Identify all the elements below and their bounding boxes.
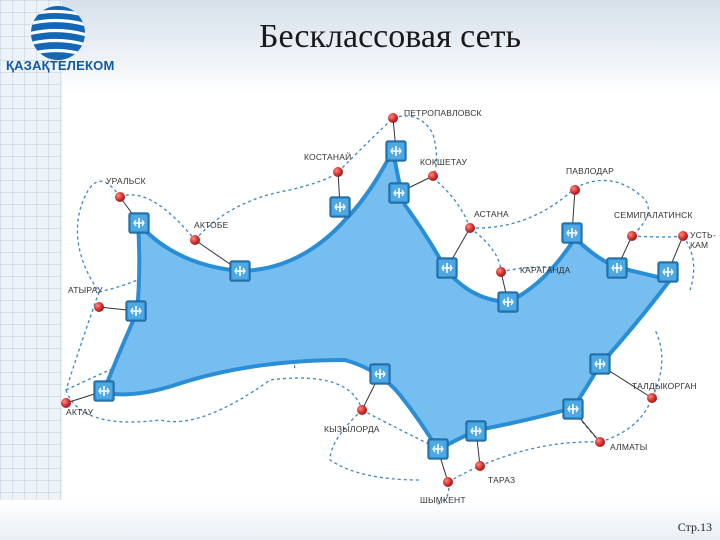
city-label-petropavlovsk: ПЕТРОПАВЛОВСК: [404, 108, 482, 118]
city-label-taldykorgan: ТАЛДЫКОРГАН: [632, 381, 697, 391]
city-label-almaty: АЛМАТЫ: [610, 442, 647, 452]
city-node-icon: [357, 405, 367, 415]
logo-text: ҚАЗАҚТЕЛЕКОМ: [6, 58, 115, 73]
city-label-karaganda: КАРАГАНДА: [520, 265, 571, 275]
city-node-icon: [475, 461, 485, 471]
router-icon: [562, 398, 584, 420]
city-label-atyrau: АТЫРАУ: [68, 285, 103, 295]
city-node-icon: [496, 267, 506, 277]
city-label-shymkent: ШЫМКЕНТ: [420, 495, 466, 505]
router-icon: [93, 380, 115, 402]
city-node-icon: [595, 437, 605, 447]
router-icon: [388, 182, 410, 204]
router-icon: [369, 363, 391, 385]
city-node-icon: [61, 398, 71, 408]
header-band: [0, 0, 720, 96]
router-icon: [497, 291, 519, 313]
city-label-aktau: АКТАУ: [66, 407, 94, 417]
footer-band: [0, 500, 720, 540]
city-node-icon: [190, 235, 200, 245]
backbone-cloud: [101, 148, 672, 452]
city-label-ust-kam-2: КАМ: [690, 240, 708, 250]
router-icon: [229, 260, 251, 282]
kazakhtelecom-logo: [31, 6, 85, 60]
city-label-pavlodar: ПАВЛОДАР: [566, 166, 614, 176]
page-title: Бесклассовая сеть: [258, 18, 522, 55]
city-label-kostanai: КОСТАНАЙ: [304, 151, 351, 162]
city-node-icon: [388, 113, 398, 123]
router-icon: [606, 257, 628, 279]
city-label-ust-kam-1: УСТЬ-: [690, 230, 716, 240]
left-grid-band: [0, 0, 62, 540]
router-icon: [385, 140, 407, 162]
city-node-icon: [465, 223, 475, 233]
city-label-kyzylorda: КЫЗЫЛОРДА: [324, 424, 380, 434]
city-node-icon: [115, 192, 125, 202]
city-label-aktobe: АКТОБЕ: [194, 220, 229, 230]
city-node-icon: [94, 302, 104, 312]
city-label-astana: АСТАНА: [474, 209, 509, 219]
router-icon: [436, 257, 458, 279]
router-icon: [589, 353, 611, 375]
router-icon: [125, 300, 147, 322]
city-node-icon: [570, 185, 580, 195]
router-icon: [427, 438, 449, 460]
city-label-kokshetau: КОКШЕТАУ: [420, 157, 467, 167]
city-node-icon: [627, 231, 637, 241]
page-number: Стр.13: [677, 520, 712, 534]
city-label-semipalatinsk: СЕМИПАЛАТИНСК: [614, 210, 693, 220]
router-icon: [128, 212, 150, 234]
city-node-icon: [443, 477, 453, 487]
city-label-taraz: ТАРАЗ: [488, 475, 515, 485]
city-label-uralsk: УРАЛЬСК: [106, 176, 146, 186]
city-labels: ПЕТРОПАВЛОВСК КОСТАНАЙ КОКШЕТАУ ПАВЛОДАР…: [66, 108, 716, 505]
router-icon: [329, 196, 351, 218]
router-icon: [465, 420, 487, 442]
city-nodes: [61, 113, 688, 487]
city-node-icon: [333, 167, 343, 177]
city-node-icon: [647, 393, 657, 403]
city-node-icon: [678, 231, 688, 241]
city-node-icon: [428, 171, 438, 181]
router-icon: [657, 261, 679, 283]
router-icon: [561, 222, 583, 244]
